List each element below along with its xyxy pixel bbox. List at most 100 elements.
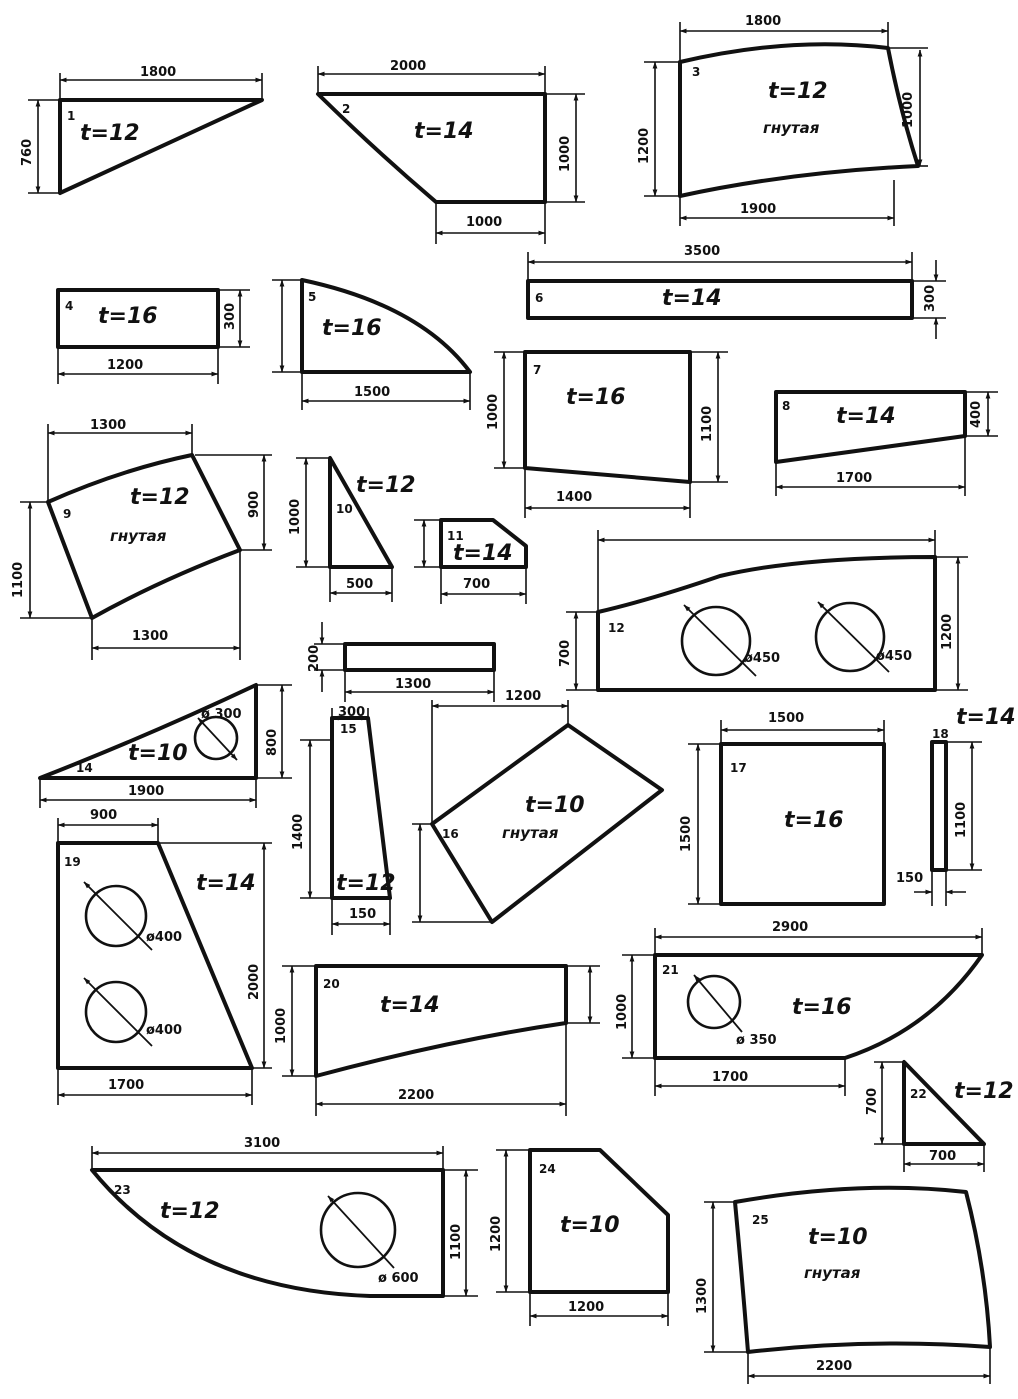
part-number-20: 20 bbox=[323, 977, 340, 991]
part-23: 3100 1100 ø 600 23 t=12 bbox=[90, 1136, 478, 1298]
part-14: ø 300 800 1900 14 t=10 bbox=[38, 683, 292, 808]
thickness-3: t=12 bbox=[768, 79, 828, 104]
dim-13-height: 200 bbox=[307, 645, 322, 672]
part-20: 1000 2200 20 t=14 bbox=[274, 964, 600, 1116]
part-22: 700 700 22 t=12 bbox=[865, 1060, 1014, 1172]
part-5: 1500 5 t=16 bbox=[272, 278, 472, 410]
dim-14-width: 1900 bbox=[128, 784, 164, 799]
part-number-12: 12 bbox=[608, 621, 625, 635]
dim-24-width: 1200 bbox=[568, 1300, 604, 1315]
hole-23 bbox=[319, 1191, 397, 1269]
hole-19a bbox=[84, 884, 148, 948]
dim-9-right: 900 bbox=[247, 491, 262, 518]
dim-8-width: 1700 bbox=[836, 471, 872, 486]
dim-3-left: 1200 bbox=[637, 128, 652, 164]
part-16: 1200 16 t=10 гнутая bbox=[412, 689, 664, 924]
dim-9-top: 1300 bbox=[90, 418, 126, 433]
hole-14-label: ø 300 bbox=[201, 707, 242, 722]
thickness-24: t=10 bbox=[560, 1213, 620, 1238]
part-number-8: 8 bbox=[782, 399, 790, 413]
dim-4-height: 300 bbox=[223, 303, 238, 330]
dim-25-height: 1300 bbox=[695, 1278, 710, 1314]
thickness-1: t=12 bbox=[80, 121, 140, 146]
dim-12-right: 1200 bbox=[940, 614, 955, 650]
thickness-17: t=16 bbox=[784, 808, 844, 833]
dim-22-height: 700 bbox=[865, 1088, 880, 1115]
bent-label-16: гнутая bbox=[502, 824, 559, 842]
part-number-24: 24 bbox=[539, 1162, 556, 1176]
part-19: 900 2000 1700 ø400 ø400 19 t=14 bbox=[56, 808, 272, 1105]
dim-4-width: 1200 bbox=[107, 358, 143, 373]
bent-label-3: гнутая bbox=[763, 119, 820, 137]
hole-19b-label: ø400 bbox=[146, 1023, 182, 1038]
dim-22-width: 700 bbox=[929, 1149, 956, 1164]
hole-12b bbox=[814, 601, 886, 673]
hole-12a-label: ø450 bbox=[744, 651, 780, 666]
bent-label-9: гнутая bbox=[110, 527, 167, 545]
dim-20-height: 1000 bbox=[274, 1008, 289, 1044]
dim-17-width: 1500 bbox=[768, 711, 804, 726]
dim-20-width: 2200 bbox=[398, 1088, 434, 1103]
thickness-5: t=16 bbox=[322, 316, 382, 341]
part-number-2: 2 bbox=[342, 102, 350, 116]
dim-18-width: 150 bbox=[896, 871, 923, 886]
dim-1-height: 760 bbox=[20, 139, 35, 166]
hole-23-label: ø 600 bbox=[378, 1271, 419, 1286]
part-number-4: 4 bbox=[65, 299, 73, 313]
dim-3-right: 1000 bbox=[901, 92, 916, 128]
part-13: 200 1300 bbox=[307, 622, 496, 702]
thickness-22: t=12 bbox=[954, 1079, 1014, 1104]
dim-15-bottom: 150 bbox=[349, 907, 376, 922]
part-number-5: 5 bbox=[308, 290, 316, 304]
thickness-9: t=12 bbox=[130, 485, 190, 510]
part-number-23: 23 bbox=[114, 1183, 131, 1197]
part-number-14: 14 bbox=[76, 761, 93, 775]
part-6: 3500 300 6 t=14 bbox=[526, 244, 946, 339]
dim-7-bottom: 1400 bbox=[556, 490, 592, 505]
dim-17-height: 1500 bbox=[679, 816, 694, 852]
dim-16-top: 1200 bbox=[505, 689, 541, 704]
part-1: 1800 760 1 t=12 bbox=[20, 65, 264, 195]
dim-19-height: 2000 bbox=[247, 964, 262, 1000]
dim-19-top: 900 bbox=[90, 808, 117, 823]
part-9: 1300 900 1100 1300 9 t=12 гнутая bbox=[11, 418, 272, 660]
hole-21-label: ø 350 bbox=[736, 1033, 777, 1048]
dim-10-width: 500 bbox=[346, 577, 373, 592]
dim-19-bottom: 1700 bbox=[108, 1078, 144, 1093]
hole-21 bbox=[686, 974, 742, 1030]
thickness-2: t=14 bbox=[414, 119, 474, 144]
dim-9-bottom: 1300 bbox=[132, 629, 168, 644]
dim-23-width: 3100 bbox=[244, 1136, 280, 1151]
part-number-11: 11 bbox=[447, 529, 464, 543]
dim-23-height: 1100 bbox=[449, 1224, 464, 1260]
hole-12b-label: ø450 bbox=[876, 649, 912, 664]
thickness-20: t=14 bbox=[380, 993, 440, 1018]
dim-21-width: 2900 bbox=[772, 920, 808, 935]
part-21: 2900 1000 1700 ø 350 21 t=16 bbox=[615, 920, 984, 1096]
dim-3-bottom: 1900 bbox=[740, 202, 776, 217]
thickness-8: t=14 bbox=[836, 404, 896, 429]
part-8: 400 1700 8 t=14 bbox=[774, 390, 998, 496]
part-number-18: 18 bbox=[932, 727, 949, 741]
part-15: 300 1400 150 15 t=12 bbox=[291, 705, 396, 935]
part-7: 1000 1100 1400 7 t=16 bbox=[486, 350, 728, 518]
dim-14-height: 800 bbox=[265, 729, 280, 756]
dim-5-width: 1500 bbox=[354, 385, 390, 400]
thickness-7: t=16 bbox=[566, 385, 626, 410]
hole-19a-label: ø400 bbox=[146, 930, 182, 945]
dim-2-width: 2000 bbox=[390, 59, 426, 74]
part-number-1: 1 bbox=[67, 109, 75, 123]
part-12: 700 1200 ø450 ø450 12 bbox=[558, 530, 968, 692]
part-17: 1500 1500 17 t=16 bbox=[679, 711, 886, 906]
dim-11-width: 700 bbox=[463, 577, 490, 592]
part-25: 1300 2200 25 t=10 гнутая bbox=[695, 1185, 992, 1384]
hole-12a bbox=[680, 605, 752, 677]
thickness-14: t=10 bbox=[128, 741, 188, 766]
part-3: 1800 1200 1000 1900 3 t=12 гнутая bbox=[637, 14, 928, 226]
dim-15-top: 300 bbox=[338, 705, 365, 720]
dim-21-bottom: 1700 bbox=[712, 1070, 748, 1085]
part-number-7: 7 bbox=[533, 363, 541, 377]
dim-7-left: 1000 bbox=[486, 394, 501, 430]
dim-3-top: 1800 bbox=[745, 14, 781, 29]
